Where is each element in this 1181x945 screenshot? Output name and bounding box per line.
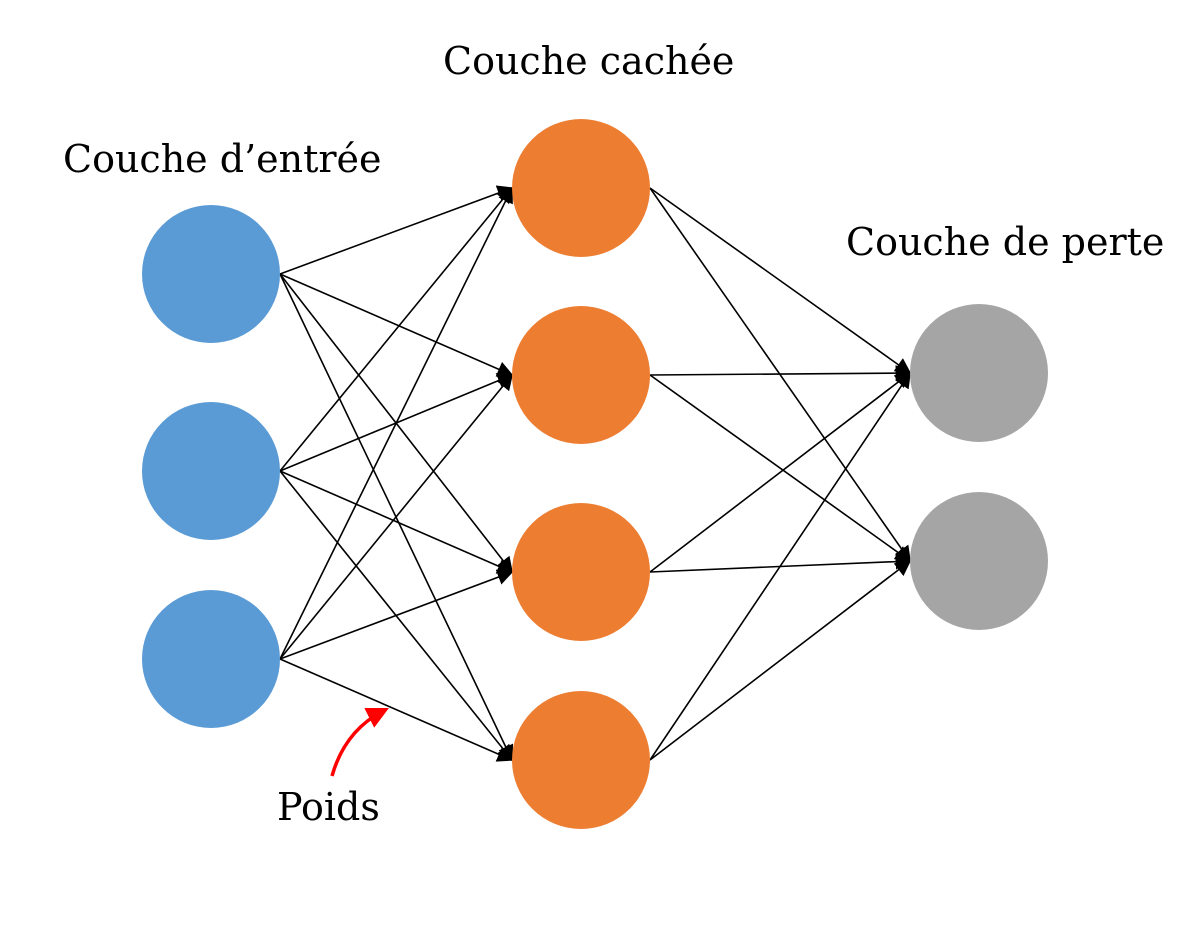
weight-pointer-arrow [330,708,389,777]
input-hidden-edge-3-2 [279,373,514,660]
network-nodes [142,119,1048,829]
hidden-node-4 [512,691,650,829]
hidden-output-edge-2-2 [649,374,912,562]
hidden-output-edge-4-1 [649,371,911,761]
connection-edges [279,185,912,762]
input-hidden-edge-1-1 [279,185,514,275]
hidden-output-edge-2-1 [649,365,912,382]
output-layer-label: Couche de perte [846,220,1164,264]
hidden-node-3 [512,503,650,641]
output-node-1 [910,304,1048,442]
input-hidden-edge-3-4 [279,658,514,762]
hidden-output-edge-1-1 [649,187,912,374]
hidden-output-edge-3-1 [649,372,912,573]
input-hidden-edge-2-1 [279,186,514,472]
input-hidden-edge-3-3 [279,569,514,660]
input-hidden-edge-3-1 [279,186,513,660]
hidden-node-1 [512,119,650,257]
input-hidden-edge-1-2 [279,273,514,377]
output-node-2 [910,492,1048,630]
hidden-node-2 [512,306,650,444]
input-node-2 [142,402,280,540]
input-node-1 [142,205,280,343]
hidden-layer-label: Couche cachée [443,39,734,83]
input-node-3 [142,590,280,728]
input-hidden-edge-2-3 [279,470,514,574]
weight-label: Poids [277,785,380,829]
hidden-output-edge-4-2 [649,560,912,761]
input-layer-label: Couche d’entrée [63,137,382,181]
